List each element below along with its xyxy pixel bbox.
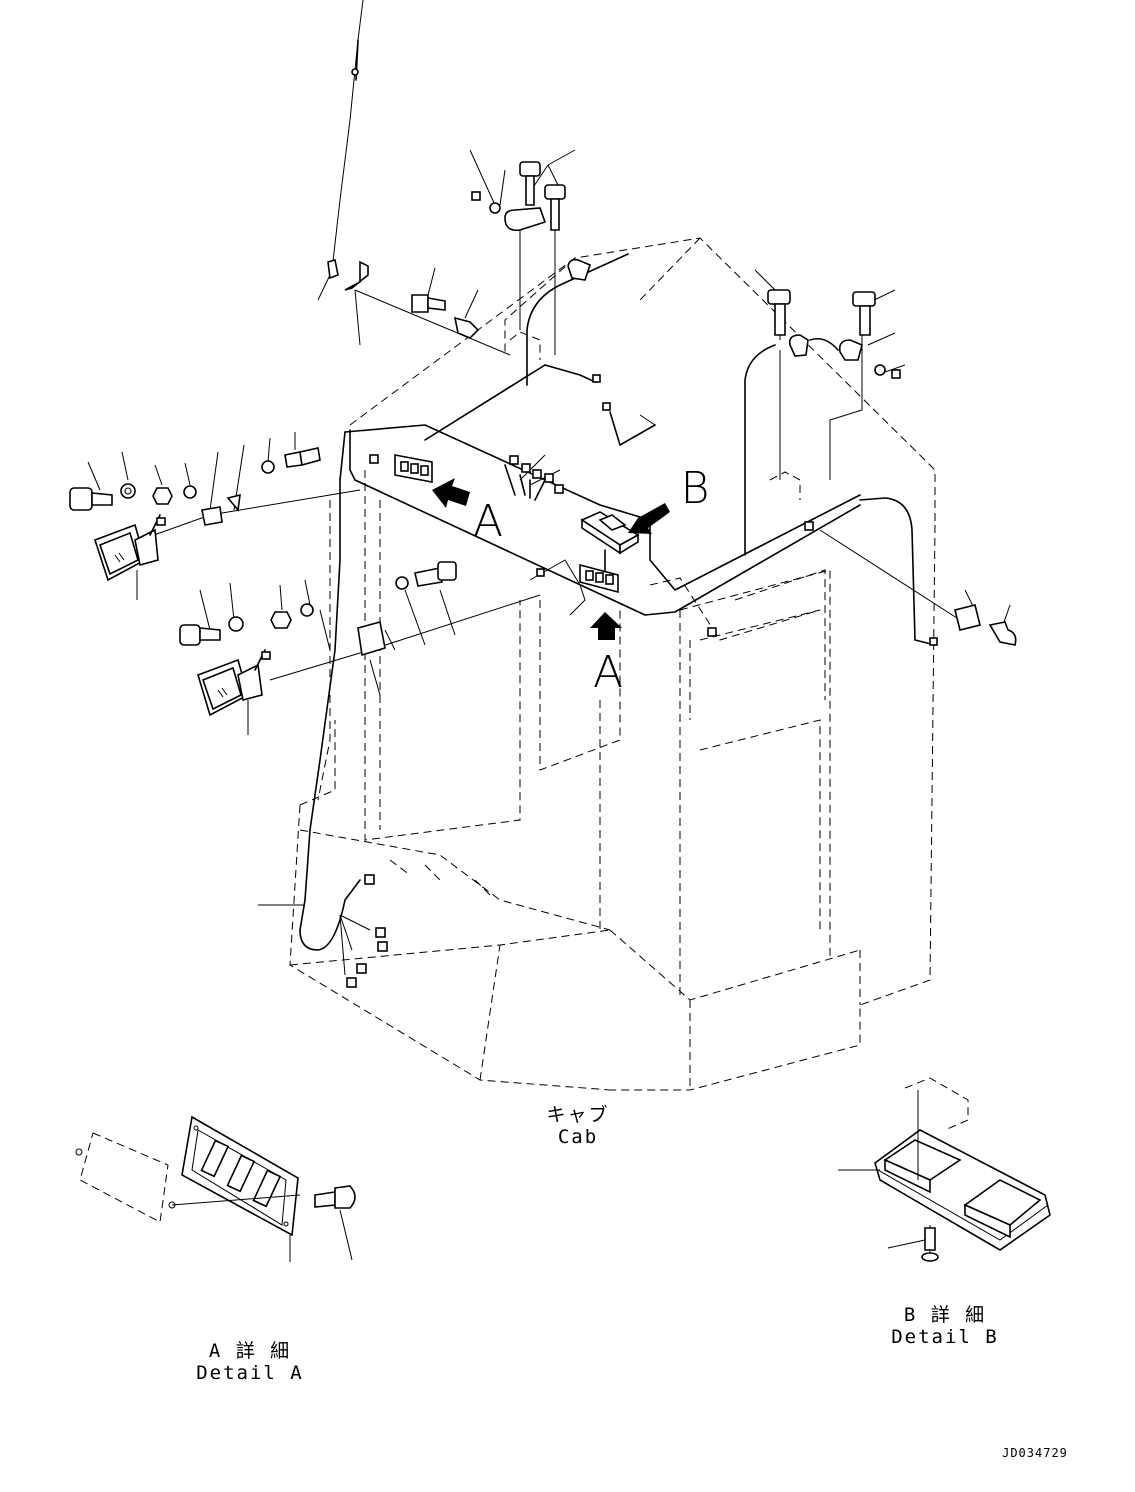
right-clamp-assembly bbox=[767, 289, 1017, 646]
lower-harness-connectors bbox=[346, 521, 814, 988]
washer-icon bbox=[120, 483, 136, 499]
switch-panel-left bbox=[369, 454, 433, 483]
washer-icon bbox=[261, 460, 275, 474]
bolt-icon bbox=[179, 624, 201, 646]
bolt-icon bbox=[852, 291, 876, 307]
work-lamp-icon bbox=[94, 514, 166, 582]
washer-icon bbox=[300, 603, 314, 617]
nut-icon bbox=[152, 487, 173, 505]
detail-b-label-jp: B 詳 細 bbox=[903, 1304, 987, 1326]
washer-icon bbox=[228, 616, 244, 632]
direction-arrow-icon bbox=[432, 478, 670, 640]
cab-label-jp: キャブ bbox=[546, 1104, 610, 1126]
cab-phantom-outline bbox=[289, 237, 936, 1091]
nut-icon bbox=[891, 369, 901, 379]
switch-panel-icon bbox=[200, 1139, 230, 1178]
antenna bbox=[327, 39, 369, 291]
detail-a-label-en: Detail A bbox=[196, 1362, 304, 1384]
washer-icon bbox=[183, 485, 197, 499]
bolt-icon bbox=[924, 1227, 936, 1251]
switch-panel-center bbox=[529, 559, 619, 616]
clamp-icon bbox=[838, 339, 863, 361]
nut-icon bbox=[471, 191, 481, 201]
connector-cluster bbox=[504, 455, 564, 501]
work-lamp-icon bbox=[197, 649, 271, 717]
detail-a-drawing bbox=[75, 1115, 356, 1262]
bolt-icon bbox=[411, 294, 429, 313]
bolt-icon bbox=[69, 487, 93, 511]
bolt-icon bbox=[519, 161, 541, 177]
bolt-icon bbox=[767, 289, 791, 305]
view-arrow-label-a-bottom: A bbox=[592, 647, 624, 698]
room-lamp-on-cab bbox=[580, 511, 640, 555]
cab-label-en: Cab bbox=[557, 1126, 599, 1148]
roof-harness-frame bbox=[299, 253, 936, 951]
detail-b-label-en: Detail B bbox=[891, 1326, 999, 1348]
drawing-code: JD034729 bbox=[1002, 1446, 1068, 1460]
work-lamp-upper-assembly bbox=[69, 447, 321, 582]
view-arrow-label-b: B bbox=[680, 463, 710, 514]
detail-b-drawing bbox=[838, 1077, 1051, 1262]
bolt-icon bbox=[988, 621, 1017, 646]
clamp-icon bbox=[567, 258, 591, 281]
detail-a-label-jp: A 詳 細 bbox=[208, 1340, 292, 1362]
washer-icon bbox=[489, 202, 501, 214]
clamp-icon bbox=[504, 207, 547, 232]
switch-panel-icon bbox=[585, 570, 594, 581]
washer-icon bbox=[874, 364, 886, 376]
bolt-icon bbox=[414, 567, 443, 587]
clamp-icon bbox=[788, 334, 809, 357]
leader-lines bbox=[87, 0, 1011, 976]
switch-panel-icon bbox=[400, 461, 409, 472]
bolt-icon bbox=[299, 447, 321, 467]
bolt-icon bbox=[544, 184, 566, 200]
washer-icon bbox=[395, 576, 409, 590]
bolt-icon bbox=[314, 1191, 336, 1208]
work-lamp-lower-assembly bbox=[179, 561, 457, 717]
top-clamp-assembly bbox=[411, 161, 611, 411]
nut-icon bbox=[270, 611, 292, 629]
view-arrow-label-a-left: A bbox=[472, 496, 504, 547]
